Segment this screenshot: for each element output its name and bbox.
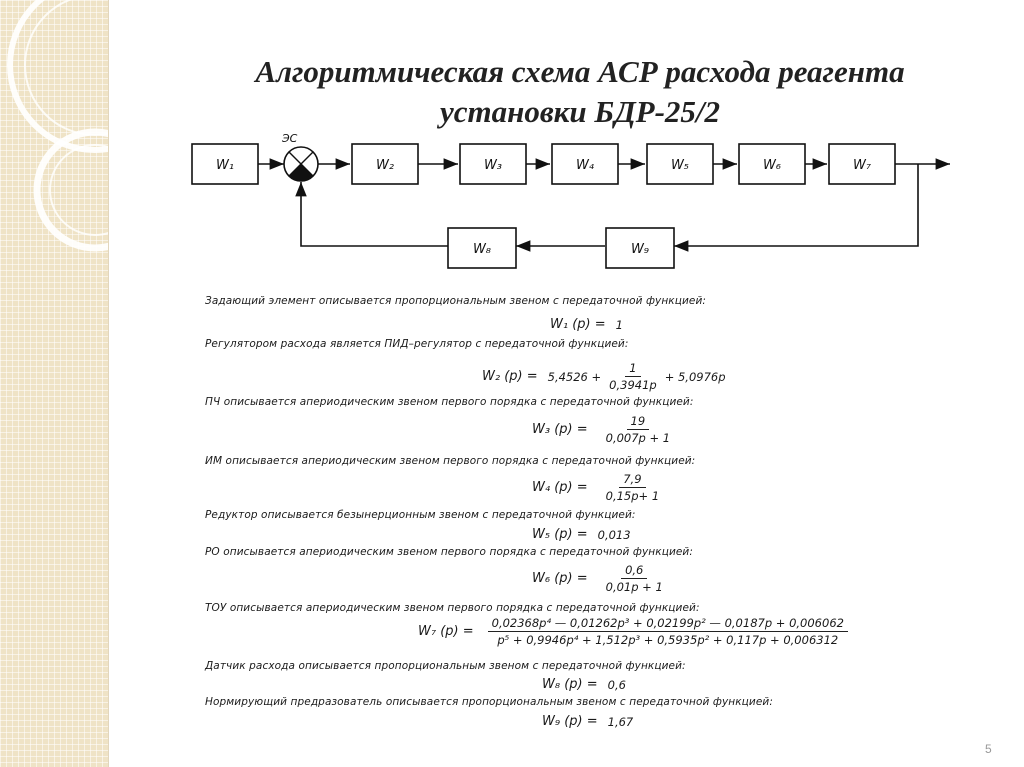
block-w7-label: W₇ [853, 158, 872, 173]
block-w8-label: W₈ [473, 242, 491, 257]
description-w7: ТОУ описывается апериодическим звеном пе… [205, 602, 700, 614]
description-w6: РО описывается апериодическим звеном пер… [205, 546, 693, 558]
formula-w8-rhs: 0,6 [607, 677, 626, 692]
block-w5-label: W₅ [671, 158, 689, 173]
formula-w2-lhs: W₂ (p) = [482, 369, 538, 384]
feedback-arrow-to-w9 [674, 164, 919, 252]
formula-w4-lhs: W₄ (p) = [532, 480, 588, 495]
description-w1: Задающий элемент описывается пропорциона… [205, 295, 707, 307]
formula-w2-post: + 5,0976p [664, 369, 726, 384]
formula-w8-lhs: W₈ (p) = [542, 677, 598, 692]
description-w9: Нормирующий предразователь описывается п… [205, 696, 773, 708]
formula-w2-fraction: 1 0,3941p [605, 361, 661, 392]
formula-w1-rhs: 1 [615, 317, 623, 332]
formula-w6: W₆ (p) = 0,6 0,01p + 1 [532, 563, 671, 594]
formula-w1-lhs: W₁ (p) = [550, 317, 606, 332]
formula-w5: W₅ (p) = 0,013 [532, 527, 631, 542]
formula-w3-fraction: 19 0,007p + 1 [602, 414, 675, 445]
formula-w3: W₃ (p) = 19 0,007p + 1 [532, 414, 678, 445]
formula-w8: W₈ (p) = 0,6 [542, 677, 626, 692]
formula-w2-numerator: 1 [625, 361, 641, 377]
formula-w2-denominator: 0,3941p [609, 378, 657, 392]
formula-w5-lhs: W₅ (p) = [532, 527, 588, 542]
description-w8: Датчик расхода описывается пропорциональ… [205, 660, 686, 672]
block-w7 [828, 143, 896, 185]
formula-w2-pre: 5,4526 + [547, 369, 602, 384]
formula-w6-numerator: 0,6 [621, 563, 648, 579]
decorative-side-strip [0, 0, 109, 767]
formula-w7-fraction: 0,02368p⁴ — 0,01262p³ + 0,02199p² — 0,01… [487, 616, 848, 647]
block-w4-label: W₄ [576, 158, 595, 173]
block-diagram: ЭС W₁ W₂ W₃ W₄ W₅ W₆ W₇ W₈ W₉ [191, 132, 950, 269]
formula-w3-numerator: 19 [626, 414, 650, 430]
title-line-1: Алгоритмическая схема АСР расхода реаген… [255, 54, 905, 89]
description-w5: Редуктор описывается безынерционным звен… [205, 509, 636, 521]
block-w3 [459, 143, 527, 185]
comparator-label: ЭС [281, 132, 298, 145]
block-w1-label: W₁ [216, 158, 234, 173]
block-w1 [191, 143, 259, 185]
formula-w3-denominator: 0,007p + 1 [605, 431, 671, 445]
slide-title: Алгоритмическая схема АСР расхода реаген… [150, 52, 1010, 132]
formula-w9-lhs: W₉ (p) = [542, 714, 598, 729]
title-line-2: установки БДР-25/2 [439, 94, 720, 129]
formula-w6-fraction: 0,6 0,01p + 1 [602, 563, 667, 594]
block-w4 [551, 143, 619, 185]
formula-w6-denominator: 0,01p + 1 [605, 580, 663, 594]
formula-w4-denominator: 0,15p+ 1 [605, 489, 660, 503]
page-number: 5 [985, 742, 992, 756]
decorative-rings [7, 0, 108, 252]
block-w2-label: W₂ [376, 158, 394, 173]
block-w9-label: W₉ [631, 242, 649, 257]
formula-w2: W₂ (p) = 5,4526 + 1 0,3941p + 5,0976p [482, 361, 726, 392]
formula-w7-denominator: p⁵ + 0,9946p⁴ + 1,512p³ + 0,5935p² + 0,1… [497, 633, 839, 647]
formula-w7-lhs: W₇ (p) = [418, 624, 474, 639]
comparator-es [283, 146, 319, 182]
block-w2 [351, 143, 419, 185]
formula-w3-lhs: W₃ (p) = [532, 422, 588, 437]
formula-w4-fraction: 7,9 0,15p+ 1 [602, 472, 664, 503]
formula-w1: W₁ (p) = 1 [550, 317, 623, 332]
formula-w7: W₇ (p) = 0,02368p⁴ — 0,01262p³ + 0,02199… [418, 616, 852, 647]
description-w4: ИМ описывается апериодическим звеном пер… [205, 455, 696, 467]
block-w5 [646, 143, 714, 185]
block-w8 [447, 227, 517, 269]
block-w6-label: W₆ [763, 158, 781, 173]
formula-w4-numerator: 7,9 [619, 472, 646, 488]
formula-w5-rhs: 0,013 [597, 527, 631, 542]
block-w9 [605, 227, 675, 269]
feedback-arrow-to-es [295, 182, 448, 247]
block-w3-label: W₃ [484, 158, 502, 173]
formula-w9-rhs: 1,67 [607, 714, 634, 729]
formula-w7-numerator: 0,02368p⁴ — 0,01262p³ + 0,02199p² — 0,01… [487, 616, 848, 632]
description-w3: ПЧ описывается апериодическим звеном пер… [205, 396, 694, 408]
block-w6 [738, 143, 806, 185]
formula-w9: W₉ (p) = 1,67 [542, 714, 633, 729]
description-w2: Регулятором расхода является ПИД–регулят… [205, 338, 629, 350]
formula-w4: W₄ (p) = 7,9 0,15p+ 1 [532, 472, 667, 503]
formula-w6-lhs: W₆ (p) = [532, 571, 588, 586]
